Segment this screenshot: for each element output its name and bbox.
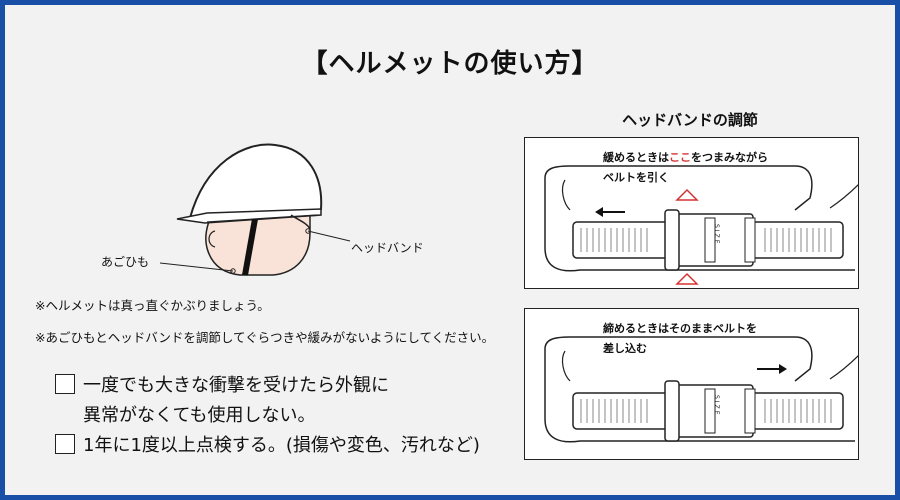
loosen-line-2: ベルトを引く — [603, 171, 669, 184]
checklist-item-impact: 一度でも大きな衝撃を受けたら外観に — [55, 371, 389, 397]
note-straight: ※ヘルメットは真っ直ぐかぶりましょう。 — [35, 298, 270, 313]
loosen-panel: 緩めるときはここをつまみながら ベルトを引く SIZE — [524, 137, 859, 289]
helmet-head-drawing — [159, 143, 351, 276]
size-mark: SIZE — [713, 224, 720, 246]
chin-strap-label: あごひも — [101, 255, 150, 269]
checklist-item-impact-cont: 異常がなくても使用しない。 — [83, 401, 316, 427]
tighten-line-1: 締めるときはそのままベルトを — [603, 322, 757, 335]
info-card: 【ヘルメットの使い方】 あごひも ヘッドバンド ※ヘルメットは真っ直ぐかぶ — [5, 5, 895, 495]
loosen-instructions: 緩めるときはここをつまみながら ベルトを引く — [603, 148, 768, 188]
checkbox[interactable] — [55, 374, 75, 394]
note-adjust: ※あごひもとヘッドバンドを調節してぐらつきや緩みがないようにしてください。 — [35, 330, 495, 345]
head-band-label: ヘッドバンド — [351, 241, 424, 255]
helmet-illustration — [95, 123, 355, 287]
tighten-line-2: 差し込む — [603, 342, 647, 355]
page-title: 【ヘルメットの使い方】 — [301, 49, 599, 79]
loosen-highlight: ここ — [669, 151, 691, 164]
tighten-instructions: 締めるときはそのままベルトを 差し込む — [603, 319, 757, 359]
checklist-text: 1年に1度以上点検する。(損傷や変色、汚れなど) — [83, 435, 480, 456]
loosen-line-1: 緩めるときはここをつまみながら — [603, 151, 768, 164]
checkbox[interactable] — [55, 434, 75, 454]
checklist-text: 一度でも大きな衝撃を受けたら外観に — [83, 375, 389, 396]
adjust-title: ヘッドバンドの調節 — [622, 111, 758, 129]
loosen-drawing — [544, 165, 858, 285]
checklist-item-inspect: 1年に1度以上点検する。(損傷や変色、汚れなど) — [55, 431, 480, 457]
tighten-panel: 締めるときはそのままベルトを 差し込む SIZE — [524, 308, 859, 460]
tighten-drawing — [544, 336, 858, 443]
checklist-text: 異常がなくても使用しない。 — [83, 405, 316, 426]
size-mark: SIZE — [713, 395, 720, 417]
